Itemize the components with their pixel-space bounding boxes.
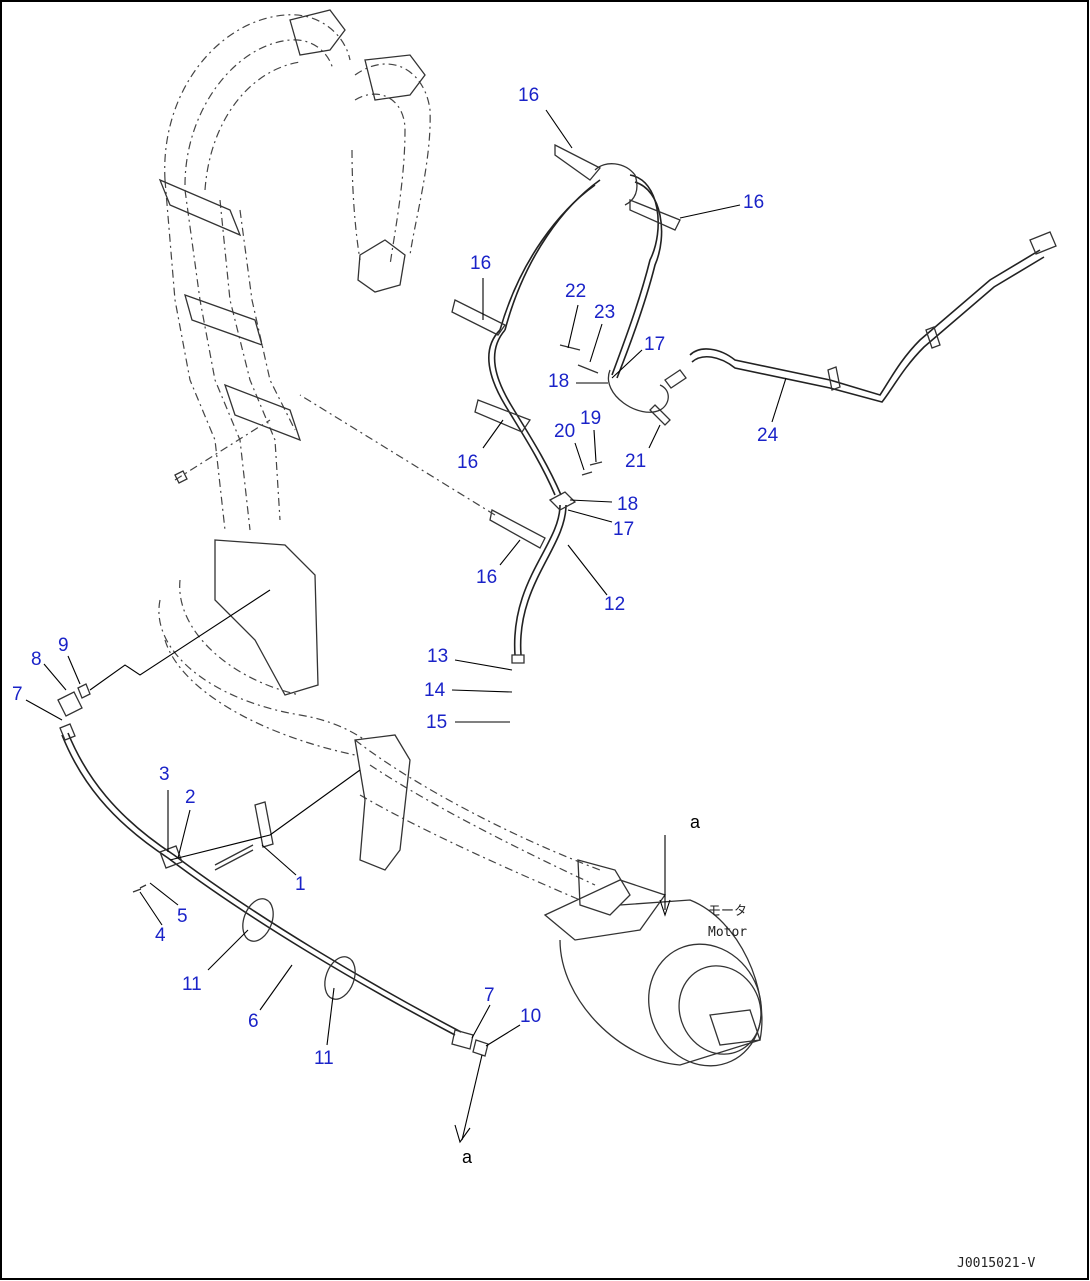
axle-housing: [354, 734, 631, 916]
drawing-code: J0015021-V: [957, 1256, 1035, 1271]
motor-label-en: Motor: [708, 925, 747, 940]
callout-11-left: 11: [182, 974, 202, 995]
lower-hose-6: a: [57, 589, 489, 1167]
callout-9: 9: [58, 635, 69, 656]
callout-16-left-upper: 16: [470, 253, 491, 274]
callout-10: 10: [520, 1006, 541, 1027]
arrow-label-a-bottom: a: [462, 1147, 473, 1167]
callout-7-bottom: 7: [484, 985, 495, 1006]
callout-20: 20: [554, 421, 575, 442]
callout-17-lower: 17: [613, 519, 634, 540]
callout-21: 21: [625, 451, 646, 472]
callout-2: 2: [185, 787, 196, 808]
callout-6: 6: [248, 1011, 259, 1032]
callout-16-top: 16: [518, 85, 539, 106]
callout-3: 3: [159, 764, 170, 785]
callout-23: 23: [594, 302, 615, 323]
callout-18-lower: 18: [617, 494, 638, 515]
callout-1: 1: [295, 874, 306, 895]
callout-16-right: 16: [743, 192, 764, 213]
callout-16-left-lower: 16: [476, 567, 497, 588]
callout-22: 22: [565, 281, 586, 302]
arrow-a-bottom: [461, 1054, 483, 1141]
callout-8: 8: [31, 649, 42, 670]
callout-7-left: 7: [12, 684, 23, 705]
callout-4: 4: [155, 925, 166, 946]
callout-11-right: 11: [314, 1048, 334, 1069]
callout-labels: 16 16 16 22 23 17 18 19 20 21 24 16 18 1…: [12, 85, 779, 1069]
callout-18-upper: 18: [548, 371, 569, 392]
callout-16-left-middle: 16: [457, 452, 478, 473]
upper-hose-assembly: [299, 143, 681, 664]
motor-label-jp: モータ: [708, 904, 747, 919]
callout-17-upper: 17: [644, 334, 665, 355]
callout-24: 24: [757, 425, 779, 446]
callout-5: 5: [177, 906, 188, 927]
frame-structure: [158, 9, 431, 756]
motor: a モータ Motor: [543, 812, 763, 1067]
callout-15: 15: [426, 712, 447, 733]
callout-14: 14: [424, 680, 446, 701]
pipe-24: [664, 231, 1057, 403]
callout-19: 19: [580, 408, 601, 429]
callout-leaders: [25, 109, 787, 1047]
callout-12: 12: [604, 594, 625, 615]
callout-13: 13: [427, 646, 448, 667]
arrow-label-a-top: a: [690, 812, 701, 832]
